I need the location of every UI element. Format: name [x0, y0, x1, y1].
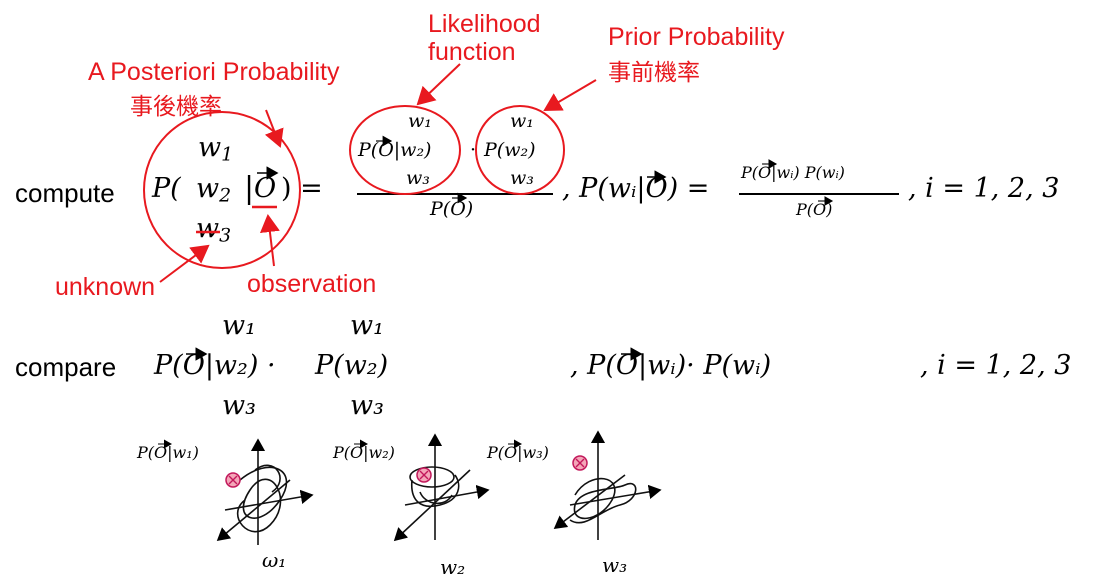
posterior-w3: w3 [196, 213, 232, 247]
general-denominator: P(O) [796, 200, 833, 219]
row1-index: , i = 1, 2, 3 [908, 173, 1060, 204]
compute-label: compute [15, 178, 115, 208]
likelihood-arrow [416, 63, 461, 106]
likelihood-w1: w₁ [408, 110, 432, 132]
posterior-arrow [264, 109, 284, 148]
unknown-label: unknown [55, 273, 156, 301]
observation-arrow [259, 214, 280, 267]
general-fraction-line [739, 193, 899, 195]
sketch3-drawing [553, 430, 662, 540]
posterior-P-open: P( [152, 173, 181, 204]
likelihood-label: Likelihood function [428, 10, 541, 66]
prior-circle [475, 105, 565, 195]
posterior-observation: O [254, 173, 277, 204]
likelihood-line2: function [428, 38, 516, 66]
compare-w3-a: w₃ [222, 390, 256, 421]
compare-general: , P(O|wᵢ)· P(wᵢ) [570, 350, 772, 381]
posterior-w1: w1 [198, 132, 234, 166]
compare-prior: P(w₂) [315, 350, 389, 381]
compare-label: compare [15, 352, 117, 382]
posterior-zh-label: 事後機率 [130, 94, 222, 120]
sketch3-label: P(O|w₃) [487, 443, 549, 462]
main-fraction-line [357, 193, 553, 195]
sketch3-marker [572, 455, 588, 471]
unknown-arrow [159, 244, 210, 283]
compare-w1-a: w₁ [222, 310, 256, 341]
prior-w3: w₃ [510, 167, 534, 189]
general-posterior: , P(wᵢ|O) = [562, 173, 710, 204]
compare-likelihood: P(O|w₂) · [154, 350, 276, 381]
sketch2-caption: w₂ [440, 555, 466, 579]
likelihood-circle [349, 105, 461, 195]
posterior-bar: | [244, 171, 255, 206]
posterior-circle [143, 111, 301, 269]
row2-index: , i = 1, 2, 3 [920, 350, 1072, 381]
posterior-close-eq: ) = [281, 173, 323, 204]
prior-zh-label: 事前機率 [608, 60, 700, 86]
likelihood-w3: w₃ [406, 167, 430, 189]
sketch1-drawing [216, 438, 314, 545]
posterior-label: A Posteriori Probability [88, 58, 340, 86]
compare-w3-b: w₃ [350, 390, 384, 421]
observation-label: observation [247, 270, 377, 298]
denominator: P(O) [430, 198, 474, 220]
general-numerator: P(O|wᵢ) P(wᵢ) [741, 163, 845, 182]
sketch1-label: P(O|w₁) [137, 443, 199, 462]
prior-w1: w₁ [510, 110, 534, 132]
product-dot: · [470, 139, 477, 161]
posterior-w2: w2 [196, 173, 232, 207]
sketch2-drawing [393, 433, 490, 542]
prior-arrow [543, 79, 597, 112]
sketch3-caption: w₃ [602, 553, 628, 577]
sketch2-marker [416, 467, 432, 483]
sketch1-caption: ω₁ [262, 548, 287, 572]
prior-label: Prior Probability [608, 23, 785, 51]
likelihood-line1: Likelihood [428, 10, 541, 38]
sketch1-marker [225, 472, 241, 488]
compare-w1-b: w₁ [350, 310, 384, 341]
likelihood-expression: P(O|w₂) [358, 139, 432, 161]
prior-expression: P(w₂) [484, 139, 536, 161]
sketch2-label: P(O|w₂) [333, 443, 395, 462]
